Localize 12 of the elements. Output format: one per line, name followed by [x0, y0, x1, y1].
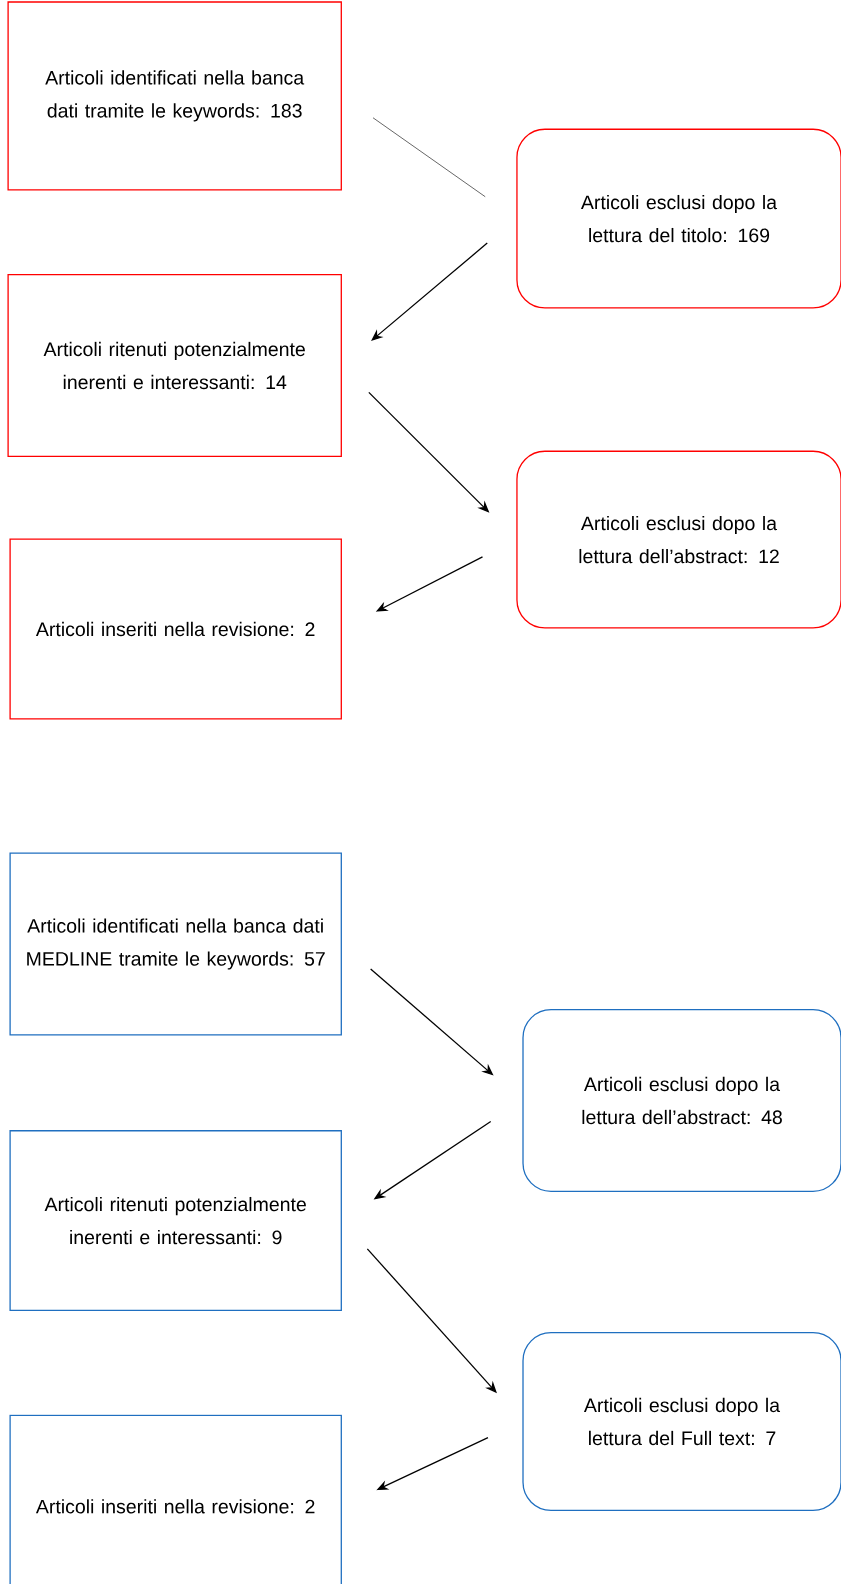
exclusion-box: Articoli esclusi dopo la lettura dell’abstract: 48: [522, 1009, 841, 1192]
process-box: Articoli ritenuti potenzialmente inerenti e interessanti: 9: [9, 1130, 342, 1312]
arrow: [370, 968, 494, 1076]
arrow: [371, 242, 488, 341]
process-box: Articoli identificati nella banca dati tramite le keywords: 183: [7, 1, 342, 191]
process-box: Articoli inseriti nella revisione: 2: [9, 538, 342, 720]
process-box: Articoli identificati nella banca dati MEDLINE tramite le keywords: 57: [9, 852, 342, 1036]
process-box: Articoli ritenuti potenzialmente inerenti e interessanti: 14: [7, 274, 342, 457]
exclusion-box: Articoli esclusi dopo la lettura del Full text: 7: [522, 1332, 841, 1511]
exclusion-box: Articoli esclusi dopo la lettura del titolo: 169: [516, 128, 841, 309]
exclusion-box: Articoli esclusi dopo la lettura dell’abstract: 12: [516, 450, 841, 629]
process-box: Articoli inseriti nella revisione: 2: [9, 1414, 342, 1584]
